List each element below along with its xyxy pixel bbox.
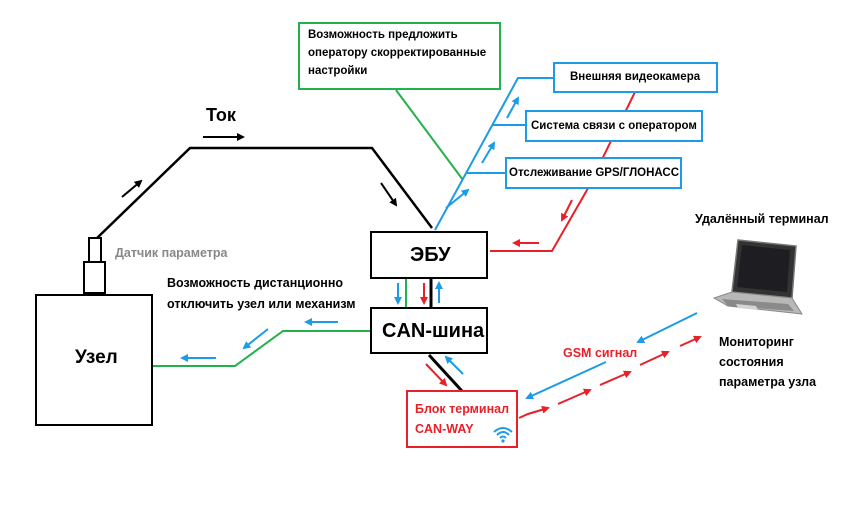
can-terminal-arrow-red	[425, 363, 448, 387]
remote-terminal-label: Удалённый терминал	[695, 212, 829, 226]
remote-shutdown-line-1: Возможность дистанционно	[167, 276, 344, 290]
operator-settings-line-1: Возможность предложить	[308, 29, 458, 41]
terminal-block-box: Блок терминал CAN-WAY	[406, 390, 518, 448]
terminal-block-line-1: Блок терминал	[415, 402, 510, 416]
remote-shutdown-line-2: отключить узел или механизм	[167, 297, 356, 311]
laptop-icon	[712, 239, 803, 315]
gps-tracking-label: Отслеживание GPS/ГЛОНАСС	[509, 167, 680, 179]
operator-settings-line-3: настройки	[308, 65, 368, 77]
monitoring-line-3: параметра узла	[719, 375, 817, 389]
gsm-uplink-start	[518, 405, 550, 419]
current-wire	[94, 146, 433, 241]
sensor-label: Датчик параметра	[115, 246, 228, 260]
node-label: Узел	[75, 347, 118, 368]
gsm-downlink-2	[636, 312, 698, 343]
ecu-box: ЭБУ	[370, 231, 488, 279]
node-box: Узел	[35, 294, 153, 426]
gsm-uplink-4	[639, 350, 670, 366]
gps-tracking-box: Отслеживание GPS/ГЛОНАСС	[505, 157, 682, 189]
operator-comm-label: Система связи с оператором	[531, 120, 697, 132]
trunk-arrow-1	[445, 188, 470, 209]
ecu-label: ЭБУ	[410, 244, 451, 266]
terminal-block-line-2: CAN-WAY	[415, 422, 474, 436]
settings-link	[395, 89, 464, 181]
monitoring-line-1: Мониторинг	[719, 335, 794, 349]
sensor-top	[88, 237, 102, 263]
operator-settings-line-2: оператору скорректированные	[308, 47, 487, 59]
can-bus-box: CAN-шина	[370, 307, 488, 354]
external-camera-label: Внешняя видеокамера	[570, 71, 701, 83]
wifi-icon	[493, 427, 513, 443]
can-terminal-arrow-blue	[444, 355, 464, 375]
current-arrow-3	[380, 182, 398, 207]
gsm-downlink-1	[525, 361, 607, 400]
current-label: Ток	[206, 105, 236, 125]
sensor-base	[83, 261, 106, 294]
gsm-uplink-3	[599, 370, 632, 386]
gsm-signal-label: GSM сигнал	[563, 346, 638, 360]
trunk-arrow-2	[481, 141, 496, 164]
gsm-uplink-2	[557, 388, 592, 405]
can-terminal-wire	[427, 353, 464, 393]
gsm-uplink-5	[679, 335, 702, 347]
current-arrow-1	[121, 179, 143, 198]
operator-settings-box: Возможность предложить оператору скоррек…	[298, 22, 501, 90]
shutdown-line	[153, 330, 370, 367]
feedback-arrow-1	[561, 199, 573, 222]
external-camera-box: Внешняя видеокамера	[553, 62, 718, 93]
can-bus-label: CAN-шина	[382, 320, 485, 342]
telemetry-trunk	[434, 77, 555, 231]
trunk-arrow-3	[506, 96, 519, 119]
operator-comm-box: Система связи с оператором	[525, 110, 703, 142]
shutdown-arrow-2	[242, 328, 269, 350]
monitoring-line-2: состояния	[719, 355, 784, 369]
